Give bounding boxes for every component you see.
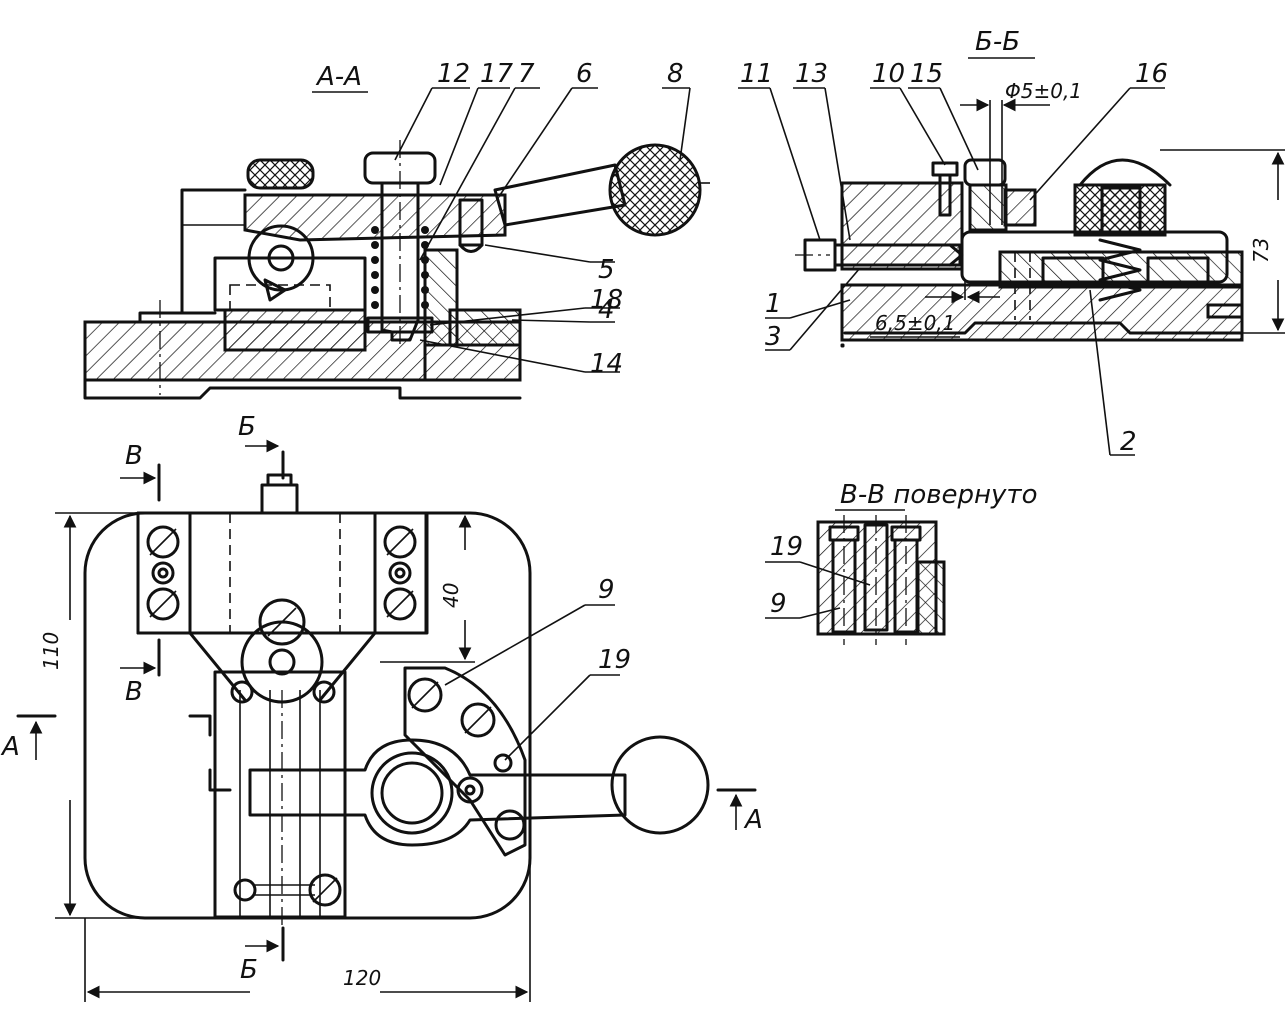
cut-mark-v-top: В — [125, 441, 143, 471]
section-bb-view — [795, 98, 1285, 348]
lever-arm — [243, 193, 507, 242]
callout-13: 13 — [795, 59, 828, 89]
dim-6-5: 6,5±0,1 — [875, 311, 955, 335]
callout-3: 3 — [765, 322, 782, 352]
dim-110: 110 — [39, 632, 63, 670]
cut-mark-a-left: А — [0, 732, 20, 762]
callouts-bb: 11 13 10 15 16 3 1 2 — [738, 59, 1168, 457]
dim-73: 73 — [1249, 238, 1273, 263]
callout-15: 15 — [910, 59, 943, 89]
callout-19-plan: 19 — [598, 645, 631, 675]
callouts-aa: 12 17 7 6 8 5 4 18 14 — [394, 59, 691, 379]
callout-19-vv: 19 — [770, 532, 803, 562]
callout-5: 5 — [598, 255, 615, 285]
dim-40: 40 — [439, 583, 463, 608]
callout-6: 6 — [576, 59, 593, 89]
callout-18: 18 — [590, 285, 623, 315]
callout-9-vv: 9 — [770, 589, 787, 619]
callout-11: 11 — [740, 59, 773, 89]
plan-view — [16, 439, 757, 1002]
callout-7: 7 — [518, 59, 535, 89]
cut-mark-a-right: А — [743, 805, 763, 835]
spring-7 — [371, 226, 429, 309]
handle-knob-8 — [608, 143, 702, 237]
cut-mark-v-bottom: В — [125, 677, 143, 707]
dim-120: 120 — [343, 966, 381, 990]
callout-1: 1 — [765, 289, 782, 319]
cut-mark-b-top: Б — [238, 412, 256, 442]
plan-lever — [248, 738, 627, 847]
callout-10: 10 — [872, 59, 905, 89]
eccentric-cam — [247, 224, 315, 292]
plan-knob — [610, 735, 710, 835]
callout-12: 12 — [437, 59, 470, 89]
callout-2: 2 — [1120, 427, 1137, 457]
section-vv-view — [816, 515, 946, 645]
callout-4: 4 — [598, 295, 615, 325]
callout-16: 16 — [1135, 59, 1168, 89]
screw-head-left — [246, 158, 315, 190]
callout-17: 17 — [480, 59, 514, 89]
callout-14: 14 — [590, 349, 623, 379]
section-bb-title: Б-Б — [975, 27, 1020, 57]
section-aa-view — [83, 140, 710, 400]
section-vv-title: В-В повернуто — [840, 480, 1038, 510]
callout-9-plan: 9 — [598, 575, 615, 605]
spring-16 — [1098, 238, 1142, 302]
callout-8: 8 — [667, 59, 684, 89]
section-aa-title: А-А — [315, 62, 362, 92]
dim-phi5: Φ5±0,1 — [1005, 79, 1082, 103]
cut-mark-b-bottom: Б — [240, 955, 258, 985]
